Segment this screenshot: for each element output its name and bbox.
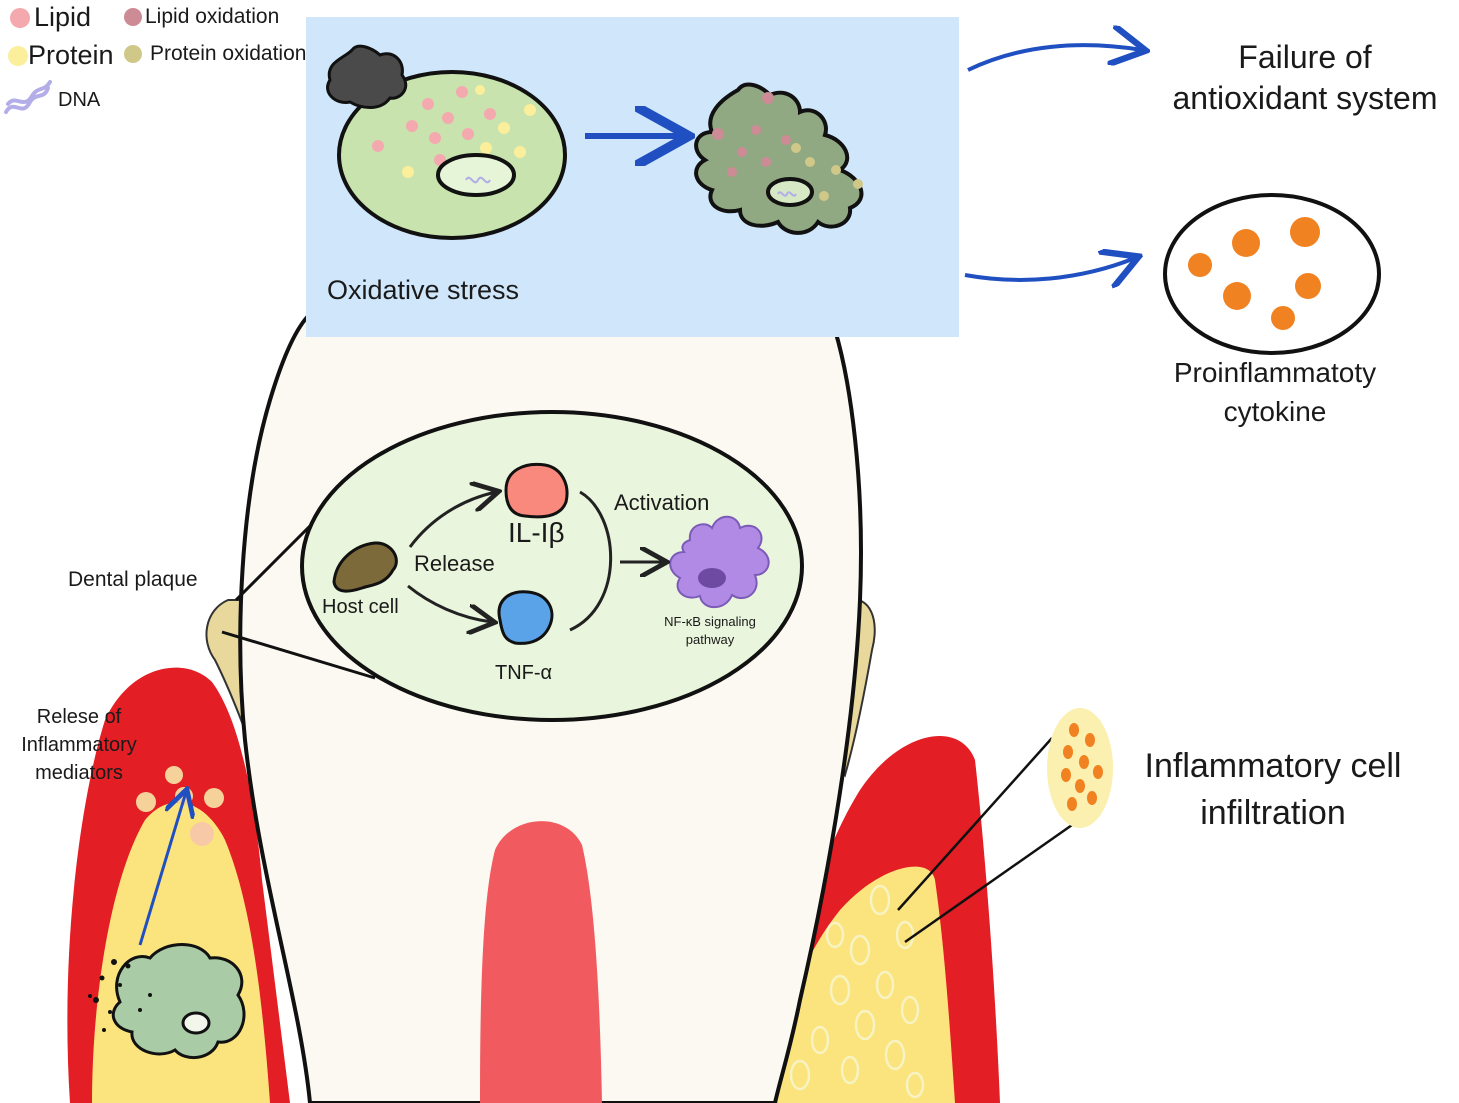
bone-cell (111, 943, 246, 1059)
legend-lipid-label: Lipid (34, 2, 92, 32)
legend-protein: Protein (8, 40, 114, 71)
lipid-oxidation-swatch (124, 8, 142, 26)
nfkb-macrophage (669, 515, 770, 609)
healthy-cell (337, 70, 567, 240)
activation-label: Activation (614, 490, 710, 515)
cytokine-line1: Proinflammatoty (1173, 357, 1377, 388)
damaged-cell-protein-oxidation (791, 143, 863, 201)
release-arrow-up (408, 492, 496, 548)
damaged-cell-lipid-oxidation (712, 92, 791, 177)
damaged-cell-dna (777, 191, 797, 197)
infiltrating-cells (789, 884, 925, 1099)
inset-pointer-bottom (221, 630, 376, 680)
cytokine-label: Proinflammatoty cytokine (1140, 357, 1410, 428)
healthy-cell-proteins (402, 85, 536, 178)
host-cell (332, 541, 398, 593)
nfkb-label: NF-κB signaling pathway (640, 614, 780, 648)
host-cell-label: Host cell (322, 596, 399, 618)
infiltration-line2: infiltration (1200, 794, 1346, 833)
legend-lipid-oxidation-label: Lipid oxidation (145, 5, 280, 28)
healthy-cell-nucleus (436, 153, 516, 197)
bone-cell-nucleus (181, 1011, 211, 1035)
legend-lipid-oxidation: Lipid oxidation (124, 5, 279, 29)
oxidative-stress-label: Oxidative stress (327, 275, 520, 305)
infiltration-lesion-cells (1061, 723, 1103, 811)
legend-lipid: Lipid (10, 2, 91, 33)
dental-plaque-label: Dental plaque (68, 568, 198, 591)
failure-line2: antioxidant system (1172, 80, 1438, 117)
release-label: Release (414, 551, 495, 576)
legend-dna-icon (4, 80, 52, 114)
mediators-line2: Inflammatory (21, 734, 137, 756)
pathogen-blob (326, 44, 408, 109)
failure-label: Failure of antioxidant system (1150, 39, 1459, 117)
il1b-label: IL-Iβ (508, 517, 565, 548)
arrow-to-failure (967, 45, 1142, 72)
cytokine-particles (1188, 217, 1321, 330)
lipid-swatch (10, 7, 30, 28)
mediator-arrow (138, 792, 186, 946)
tooth-pulp (480, 821, 602, 1103)
release-arrow-down (407, 584, 492, 622)
healthy-cell-dna (465, 176, 491, 184)
mediators-label: Relese of Inflammatory mediators (4, 706, 154, 784)
legend-protein-label: Protein (28, 40, 114, 70)
infiltration-label: Inflammatory cell infiltration (1118, 747, 1428, 833)
mediators-line1: Relese of (36, 706, 122, 728)
infiltration-pointer-top (897, 737, 1053, 911)
cytokine-line2: cytokine (1223, 395, 1327, 427)
legend-protein-oxidation: Protein oxidation (124, 42, 306, 66)
mediators-line3: mediators (35, 762, 123, 784)
legend-protein-oxidation-label: Protein oxidation (150, 42, 307, 65)
merge-bracket (569, 490, 613, 632)
protein-oxidation-swatch (124, 45, 142, 63)
nfkb-line2: pathway (685, 632, 735, 648)
right-alveolar-bone (768, 866, 955, 1103)
debris-dots (88, 959, 152, 1032)
nfkb-line1: NF-κB signaling (664, 614, 756, 629)
inset-ellipse (300, 410, 804, 722)
infiltration-lesion (1047, 708, 1113, 828)
infiltration-pointer-bottom (904, 823, 1073, 944)
macrophage-nucleus (698, 568, 726, 588)
infiltration-line1: Inflammatory cell (1144, 747, 1402, 785)
cytokine-cell (1163, 193, 1381, 355)
arrow-to-cytokine (964, 258, 1135, 280)
failure-line1: Failure of (1238, 39, 1372, 75)
legend-dna-label: DNA (58, 89, 101, 111)
protein-swatch (8, 45, 28, 66)
il1b-cell (504, 462, 569, 519)
tnfa-cell (497, 590, 554, 645)
tnfa-label: TNF-α (495, 662, 553, 684)
